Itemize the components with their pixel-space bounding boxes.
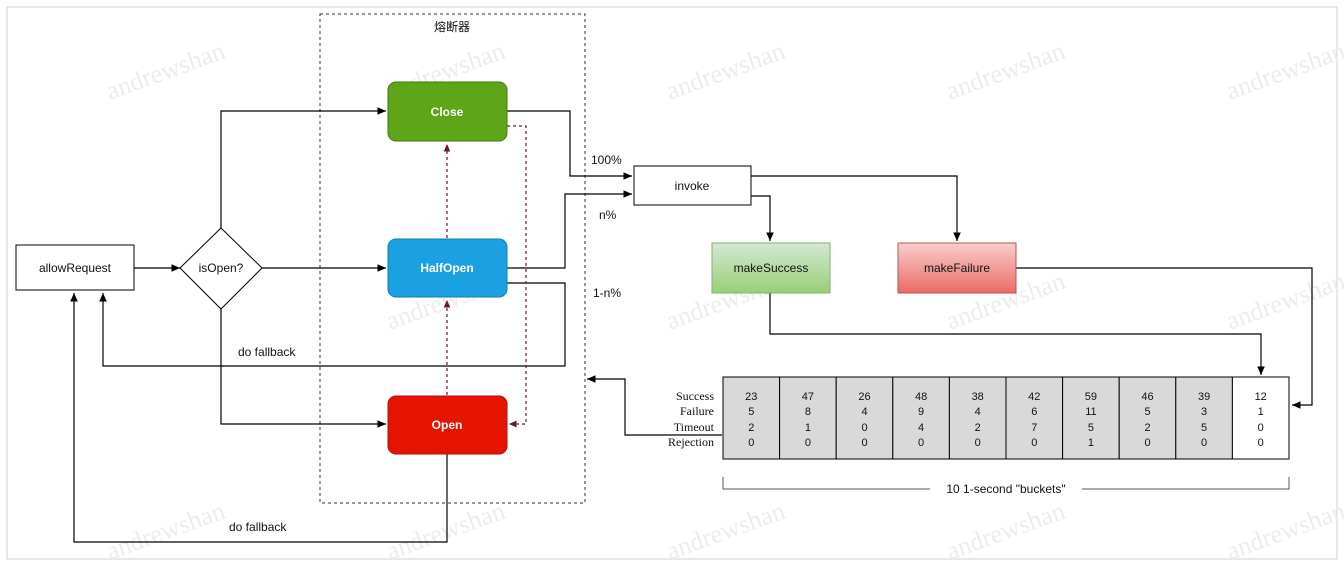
bucket-row-label-timeout: Timeout [674,420,715,434]
edge-isopen-to-open [220,309,386,428]
bucket-value: 46 [1141,391,1153,403]
bucket-value: 4 [918,422,924,434]
bucket-value: 38 [972,391,984,403]
edge-invoke-to-success [751,195,774,241]
bucket-value: 0 [748,437,754,449]
bucket-value: 0 [918,437,924,449]
node-allow-request-label: allowRequest [39,261,112,275]
node-is-open-decision: isOpen? [179,227,263,310]
label-n-percent: n% [599,208,617,222]
bucket-value: 1 [1088,437,1094,449]
bucket-value: 9 [918,406,924,418]
bucket-table: 2352047810264004894038420426705911514652… [722,376,1290,460]
node-make-success-label: makeSuccess [734,261,809,275]
bucket-cell [779,376,837,460]
node-half-open-label: HalfOpen [420,261,473,275]
bucket-caption: 10 1-second "buckets" [946,482,1065,496]
edge-close-to-invoke [507,110,632,180]
bucket-value: 4 [861,406,867,418]
node-open-label: Open [432,418,463,432]
node-half-open-state: HalfOpen [387,238,508,298]
bucket-value: 0 [975,437,981,449]
bucket-cell [1231,376,1290,460]
bucket-value: 7 [1031,422,1037,434]
bucket-value: 12 [1255,391,1267,403]
bucket-value: 23 [745,391,757,403]
bucket-value: 2 [975,422,981,434]
edge-buckets-to-breaker [587,375,722,436]
edge-success-to-bucket [769,293,1265,375]
bucket-value: 0 [1258,437,1264,449]
node-is-open-label: isOpen? [199,261,244,275]
bucket-value: 2 [1144,422,1150,434]
bucket-value: 11 [1085,406,1096,418]
edge-halfopen-fallback [99,282,566,367]
bucket-value: 0 [861,437,867,449]
edge-failure-to-bucket [1016,267,1313,409]
bucket-value: 3 [1201,406,1207,418]
circuit-breaker-container [319,13,586,504]
bucket-brace [722,477,1290,490]
bucket-value: 0 [1031,437,1037,449]
bucket-cell [892,376,950,460]
node-invoke-label: invoke [675,179,710,193]
node-make-failure: makeFailure [897,242,1017,294]
bucket-value: 2 [748,422,754,434]
edge-halfopen-to-invoke [507,190,632,269]
bucket-value: 59 [1085,391,1097,403]
container-title: 熔断器 [434,19,470,34]
bucket-value: 4 [975,406,981,418]
bucket-cell [1118,376,1177,460]
label-100-percent: 100% [591,153,622,167]
node-make-success: makeSuccess [711,242,831,294]
bucket-row-labels: Success Failure Timeout Rejection [668,389,715,449]
label-1-minus-n-percent: 1-n% [593,286,621,300]
node-invoke: invoke [633,165,752,206]
label-do-fallback-lower: do fallback [229,520,287,534]
bucket-value: 5 [1088,422,1094,434]
bucket-value: 5 [1201,422,1207,434]
bucket-value: 5 [1144,406,1150,418]
bucket-value: 0 [1201,437,1207,449]
bucket-value: 8 [805,406,811,418]
bucket-cell [1005,376,1064,460]
bucket-cell [1062,376,1120,460]
bucket-row-label-failure: Failure [680,404,714,418]
bucket-value: 0 [861,422,867,434]
state-transitions [443,125,527,428]
edge-invoke-to-failure [751,175,961,241]
bucket-value: 6 [1031,406,1037,418]
bucket-value: 1 [805,422,811,434]
bucket-value: 0 [1258,422,1264,434]
node-close-label: Close [431,105,464,119]
node-make-failure-label: makeFailure [924,261,990,275]
bucket-value: 47 [802,391,814,403]
node-close-state: Close [387,81,508,142]
bucket-row-label-success: Success [676,389,714,403]
bucket-value: 39 [1198,391,1210,403]
bucket-row-label-rejection: Rejection [668,435,714,449]
node-open-state: Open [387,395,508,455]
bucket-value: 48 [915,391,927,403]
bucket-value: 0 [1144,437,1150,449]
edge-close-to-open [507,125,527,428]
bucket-value: 26 [858,391,870,403]
bucket-value: 42 [1028,391,1040,403]
edges [70,107,1313,543]
label-do-fallback-upper: do fallback [238,345,296,359]
bucket-value: 1 [1258,406,1264,418]
bucket-value: 0 [805,437,811,449]
edge-isopen-to-close [220,107,386,228]
bucket-cell [722,376,781,460]
bucket-value: 5 [748,406,754,418]
edge-open-fallback [70,293,448,543]
node-allow-request: allowRequest [15,244,135,291]
